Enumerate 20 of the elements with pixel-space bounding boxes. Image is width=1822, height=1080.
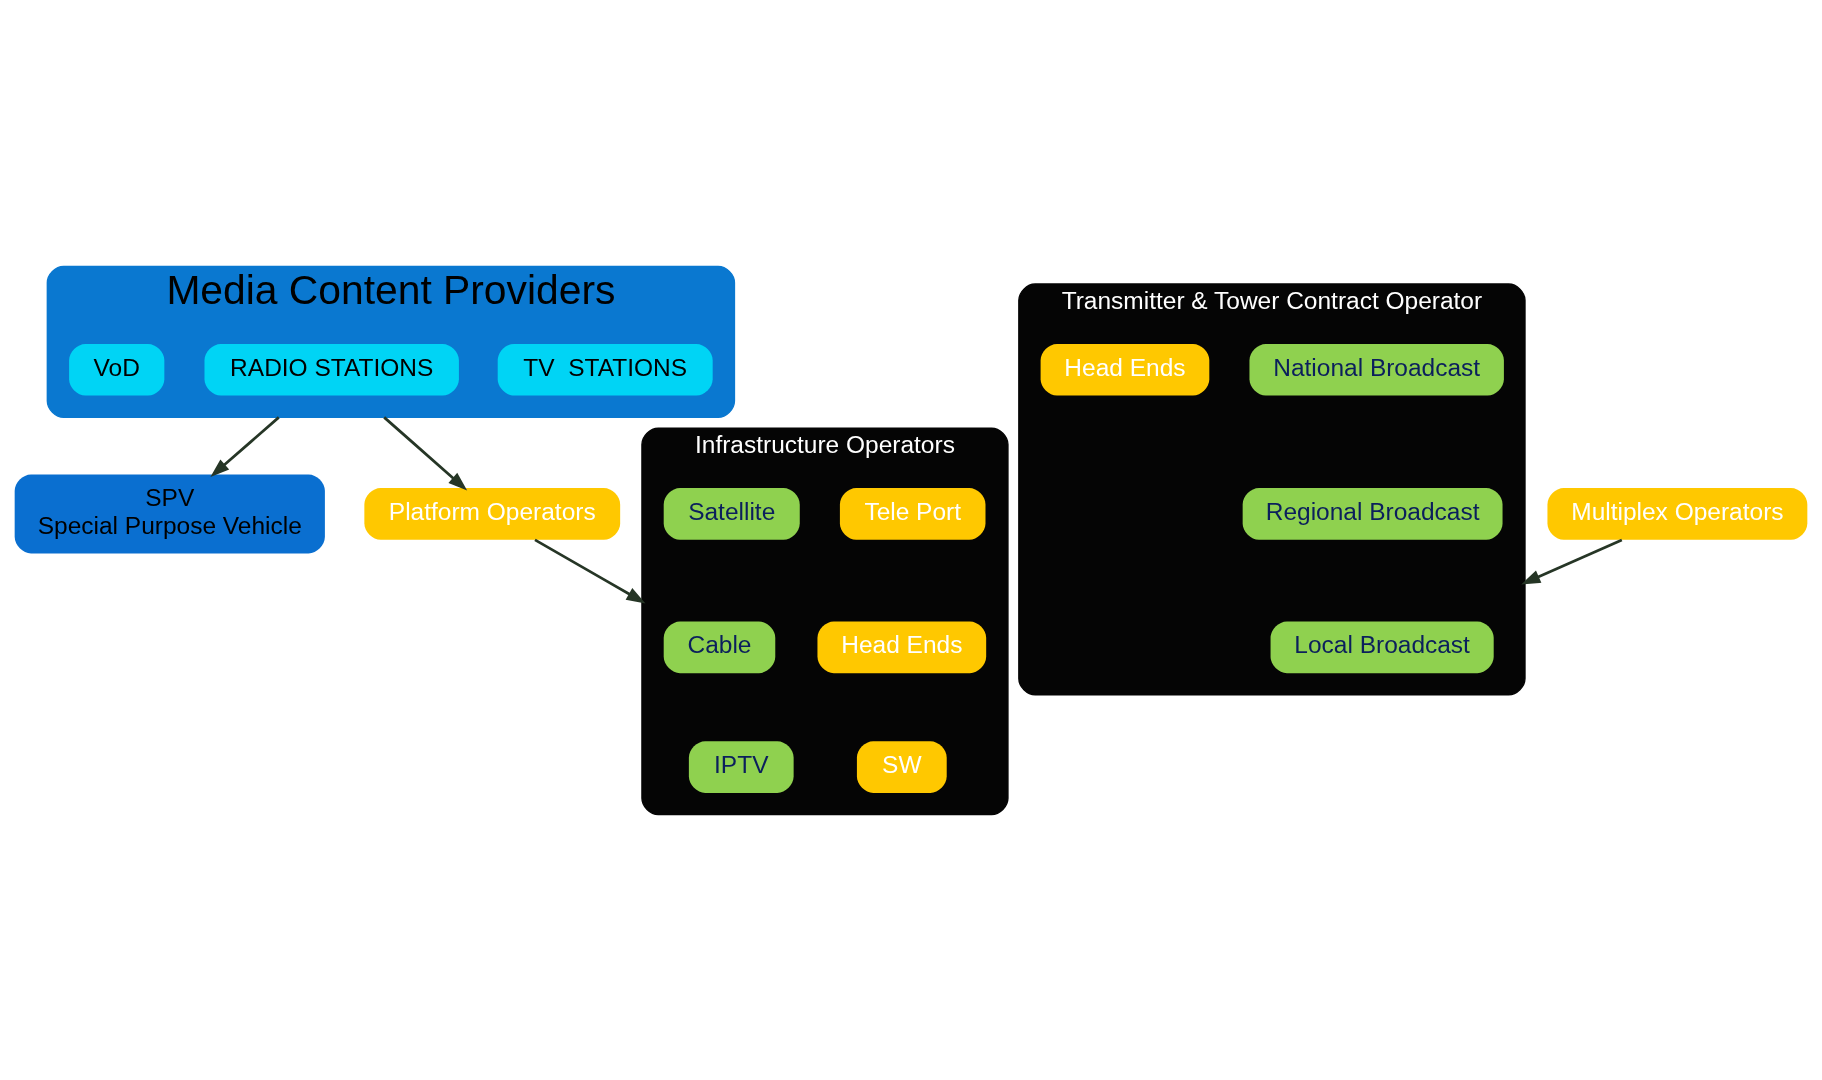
node-box: Platform Operators xyxy=(364,487,621,540)
arrow xyxy=(210,415,280,477)
node-box: Head Ends xyxy=(1040,343,1210,396)
node-box: VoD xyxy=(69,343,165,396)
node-box: IPTV xyxy=(688,740,794,793)
node-box: TV STATIONS xyxy=(497,343,713,396)
node-box: SPV Special Purpose Vehicle xyxy=(14,474,325,553)
node-box: Local Broadcast xyxy=(1270,620,1494,673)
arrow xyxy=(383,415,468,490)
node-box: Tele Port xyxy=(839,487,986,540)
arrow xyxy=(1521,538,1623,584)
node-box: RADIO STATIONS xyxy=(204,343,459,396)
node-box: National Broadcast xyxy=(1249,343,1504,396)
node-box: Satellite xyxy=(663,487,800,540)
node-box: Cable xyxy=(663,620,776,673)
arrow xyxy=(534,538,646,603)
node-box: Regional Broadcast xyxy=(1242,487,1503,540)
node-box: SW xyxy=(856,740,947,793)
node-box: Multiplex Operators xyxy=(1547,487,1808,540)
node-box: Head Ends xyxy=(817,620,987,673)
